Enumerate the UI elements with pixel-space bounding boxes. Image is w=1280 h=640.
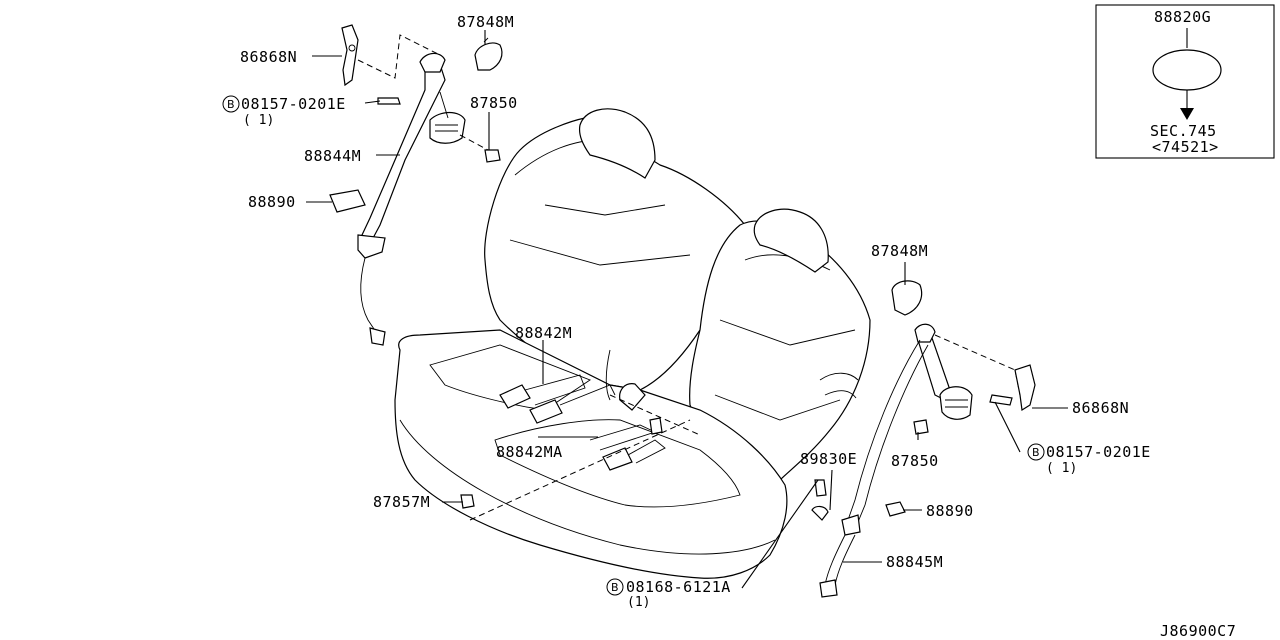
bolt-marker-bottom — [606, 578, 624, 596]
label-86868n-right: 86868N — [1072, 399, 1129, 417]
bolt-right — [989, 394, 1013, 406]
label-87857m: 87857M — [373, 493, 430, 511]
bolt-left — [377, 97, 401, 105]
headrest-right — [753, 208, 829, 273]
retractor-left — [429, 111, 466, 144]
inset-sec-label: SEC.745 — [1150, 122, 1217, 140]
label-88890-right: 88890 — [926, 502, 974, 520]
anchor-bracket-left — [341, 24, 359, 87]
bolt-marker-bottom-text: B — [611, 581, 619, 594]
nut-87850-right — [913, 419, 929, 435]
label-08168-qty: (1) — [627, 595, 650, 610]
anchor-bracket-right — [1014, 364, 1036, 412]
label-87848m-top: 87848M — [457, 13, 514, 31]
nut-87850-left — [484, 149, 501, 163]
label-08157-right-qty: ( 1) — [1046, 461, 1077, 476]
bolt-marker-right — [1027, 443, 1045, 461]
label-88890-left: 88890 — [248, 193, 296, 211]
label-08168: 08168-6121A — [626, 578, 731, 596]
label-88842ma: 88842MA — [496, 443, 563, 461]
callout-labels: 86868N 87848M B 08157-0201E ( 1) 87850 8… — [222, 13, 1151, 610]
bolt-marker-left-text: B — [227, 98, 235, 111]
arrow-down-icon — [1180, 108, 1194, 120]
label-88845m: 88845M — [886, 553, 943, 571]
shoulder-belt-webbing-left — [361, 57, 446, 241]
inset-emblem — [1152, 49, 1222, 91]
seat-cushion — [394, 329, 788, 579]
trim-88890-left — [329, 189, 366, 213]
right-shoulder-belt-assembly — [811, 280, 1036, 598]
trim-88890-right — [885, 501, 906, 517]
cover-87848m-top — [474, 42, 503, 71]
rear-seat-assembly — [394, 108, 871, 579]
bolt-89830e — [814, 479, 827, 497]
bolt-87857m — [460, 494, 475, 509]
label-87850-right: 87850 — [891, 452, 939, 470]
center-buckle-assembly — [460, 374, 701, 521]
label-08157-right: 08157-0201E — [1046, 443, 1151, 461]
headrest-left — [578, 108, 656, 179]
label-86868n-left: 86868N — [240, 48, 297, 66]
inset-part-label: 88820G — [1154, 8, 1211, 26]
bolt-marker-right-text: B — [1032, 446, 1040, 459]
leader-lines — [306, 30, 1068, 589]
label-08157-left: 08157-0201E — [241, 95, 346, 113]
bolt-marker-left — [222, 95, 240, 113]
left-shoulder-belt-assembly — [329, 24, 503, 346]
inset-box: 88820G SEC.745 <74521> — [1095, 4, 1275, 159]
drawing-code: J86900C7 — [1160, 622, 1236, 640]
buckle-88842ma — [602, 447, 633, 471]
retractor-right — [939, 386, 973, 420]
label-87850-left: 87850 — [470, 94, 518, 112]
label-87848m-right: 87848M — [871, 242, 928, 260]
label-89830e: 89830E — [800, 450, 857, 468]
label-88842m: 88842M — [515, 324, 572, 342]
inset-ref-label: <74521> — [1152, 138, 1219, 156]
cover-87848m-right — [891, 280, 923, 316]
label-88844m: 88844M — [304, 147, 361, 165]
label-08157-left-qty: ( 1) — [243, 113, 274, 128]
buckle-88842m — [499, 384, 531, 409]
